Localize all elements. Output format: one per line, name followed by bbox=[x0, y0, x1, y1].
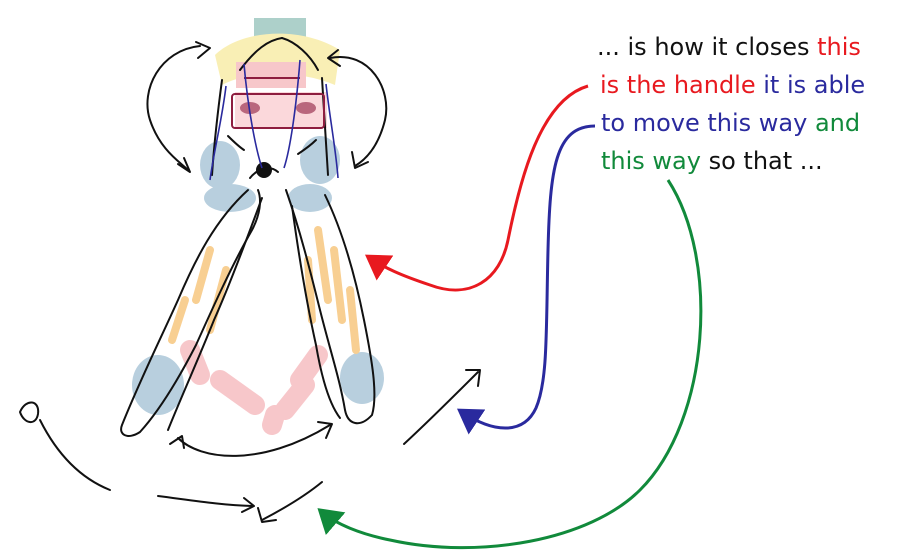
pink-handle-strokes bbox=[190, 350, 318, 425]
motion-arrow-bottom-left-loop bbox=[20, 402, 38, 422]
curl-arrow-left bbox=[147, 46, 200, 170]
caption-segment: is the handle bbox=[600, 71, 756, 99]
caption-line-1: ... is how it closes this bbox=[597, 28, 861, 66]
caption-segment: to move this way bbox=[601, 109, 807, 137]
blue-tip-right bbox=[340, 352, 384, 404]
caption-segment: this bbox=[817, 33, 861, 61]
caption-segment: so that ... bbox=[701, 147, 823, 175]
motion-arrow-handles bbox=[178, 425, 330, 456]
curl-arrow-left-top bbox=[196, 42, 210, 58]
head-eye-right bbox=[297, 103, 315, 113]
curl-arrow-right-head bbox=[352, 152, 368, 168]
motion-arrow-up-right bbox=[404, 372, 478, 444]
caption-segment: it is able bbox=[756, 71, 866, 99]
motion-arrow-base bbox=[158, 496, 252, 506]
caption-segment: and bbox=[807, 109, 860, 137]
curl-arrow-right bbox=[330, 57, 386, 166]
motion-arrow-bottom-left bbox=[40, 420, 110, 490]
caption-line-4: this way so that ... bbox=[601, 142, 823, 180]
caption-segment: ... is how it closes bbox=[597, 33, 817, 61]
orange-streaks bbox=[172, 230, 356, 350]
red-callout-arrow bbox=[370, 86, 588, 290]
motion-arrow-converge bbox=[262, 482, 322, 520]
blue-pivot-left bbox=[200, 141, 240, 189]
caption-line-3: to move this way and bbox=[601, 104, 860, 142]
caption-line-2: is the handle it is able bbox=[600, 66, 865, 104]
curl-arrow-left-head bbox=[178, 158, 190, 172]
highlight-layer bbox=[132, 18, 384, 425]
blue-callout-arrow bbox=[462, 126, 595, 428]
caption-segment: this way bbox=[601, 147, 701, 175]
